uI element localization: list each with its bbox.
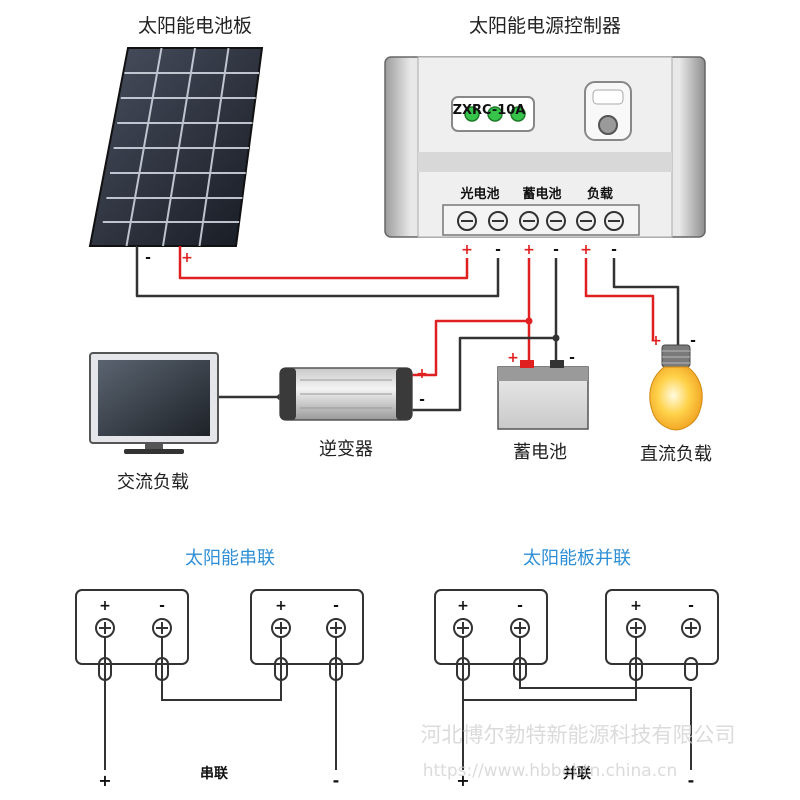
inverter-minus-sign: - [419,392,425,408]
parallel-diagram [434,589,719,770]
battery-plus-sign: + [507,350,519,366]
led-2-icon [487,106,503,122]
inverter-icon [279,367,413,421]
wiring [135,246,680,412]
terminal-group-battery: 蓄电池 [522,186,561,202]
parallel-out-plus: + [456,771,469,790]
parallel-label: 并联 [563,765,592,782]
controller-model: ZXRC-10A [453,103,526,118]
series-out-minus: - [333,771,340,790]
series-panel2-minus: - [333,598,339,614]
parallel-panel1-plus: + [457,598,469,614]
terminal-sign-6: - [611,242,617,258]
ac-load-label: 交流负载 [117,472,189,493]
bulb-plus-sign: + [650,333,662,349]
parallel-out-minus: - [688,771,695,790]
terminal-sign-1: + [461,242,473,258]
controller-button-icon [598,115,618,135]
solar-panel-label: 太阳能电池板 [138,15,252,37]
terminal-group-load: 负载 [587,186,613,202]
battery-minus-sign: - [569,350,575,366]
battery-label: 蓄电池 [513,442,567,463]
inverter-plus-sign: + [416,366,428,382]
terminal-sign-4: - [553,242,559,258]
series-title: 太阳能串联 [185,548,275,569]
terminal-sign-2: - [495,242,501,258]
panel-plus-sign: + [181,250,193,266]
led-3-icon [510,106,526,122]
series-label: 串联 [200,765,229,782]
watermark-url: https://www.hbbebtn.china.cn [423,761,678,781]
series-diagram [75,589,364,770]
parallel-panel2-minus: - [688,598,694,614]
light-bulb-icon [649,344,703,431]
panel-minus-sign: - [145,250,151,266]
terminal-sign-3: + [523,242,535,258]
parallel-panel2-plus: + [630,598,642,614]
controller-label: 太阳能电源控制器 [469,15,621,37]
bulb-minus-sign: - [690,333,696,349]
monitor-icon [89,352,219,454]
solar-panel [88,47,264,247]
led-1-icon [464,106,480,122]
series-panel1-minus: - [159,598,165,614]
inverter-label: 逆变器 [319,439,373,460]
series-panel1-plus: + [99,598,111,614]
dc-load-label: 直流负载 [640,444,712,465]
parallel-panel1-minus: - [517,598,523,614]
battery-icon [497,360,589,430]
terminal-group-pv: 光电池 [459,186,499,202]
terminal-sign-5: + [580,242,592,258]
series-out-plus: + [98,771,111,790]
charge-controller [384,56,706,238]
parallel-title: 太阳能板并联 [523,548,631,569]
series-panel2-plus: + [275,598,287,614]
watermark-company: 河北博尔勃特新能源科技有限公司 [421,723,736,747]
